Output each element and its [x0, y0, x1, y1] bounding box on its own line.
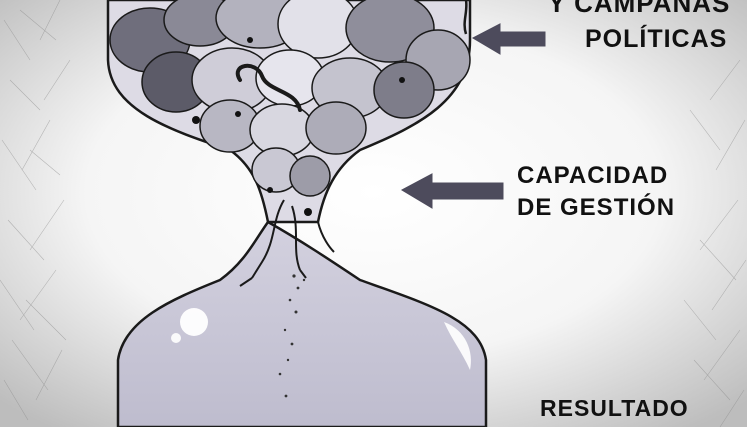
bottom-label: RESULTADO: [540, 395, 689, 421]
arrow-left-icon-top: [471, 23, 546, 55]
bulb-highlight: [444, 322, 471, 370]
top-label-line-1: Y CAMPAÑAS: [548, 0, 731, 18]
rat-eyes: [192, 37, 405, 216]
scratch-texture-left: [0, 0, 71, 421]
rats-crowd: [109, 0, 471, 197]
bulb-highlight: [171, 333, 181, 343]
middle-label-line-1: CAPACIDAD: [517, 162, 669, 189]
lower-bulb: [116, 220, 488, 427]
middle-label-line-2: DE GESTIÓN: [517, 194, 676, 221]
rat-tail: [463, 0, 468, 35]
rat-tail: [235, 64, 302, 112]
arrow-left-icon-middle: [400, 173, 504, 209]
top-label-line-2: POLÍTICAS: [585, 25, 728, 53]
bulb-highlight: [180, 308, 208, 336]
falling-droppings: [278, 274, 306, 398]
scratch-texture-right: [683, 59, 747, 427]
neck-rat: [239, 199, 335, 287]
